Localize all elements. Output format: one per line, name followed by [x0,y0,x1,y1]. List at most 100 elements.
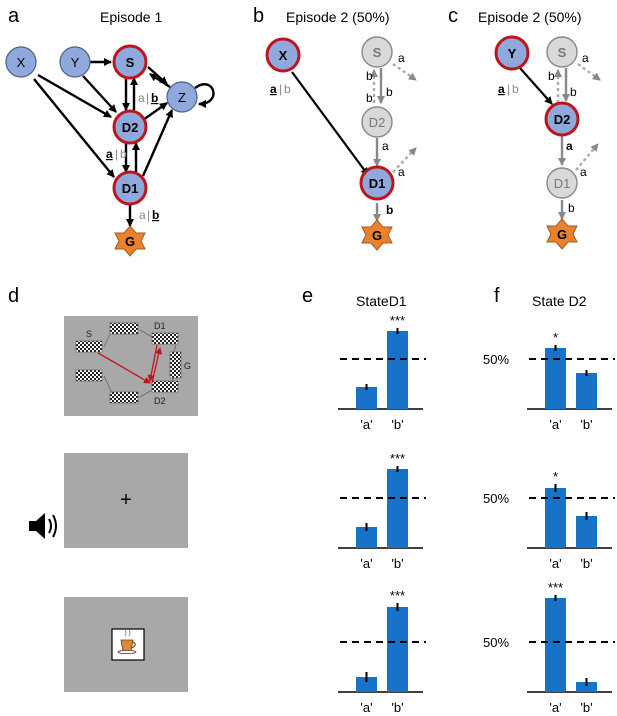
edge-label-b: b [386,203,393,217]
bar-charts: 'a'***'b'*'a''b'50%'a'***'b'*'a''b'50%'a… [338,313,615,715]
panel-b-nodes: X S D2 D1 G [265,36,395,251]
node-y-label: Y [71,55,80,70]
panel-f-title: State D2 [532,293,587,309]
edge-label-a: a [566,139,573,153]
edge-label-sep: | [279,82,282,96]
significance-label: * [553,469,558,484]
panel-c-edge-labels: a | b a b b a a b [498,51,589,215]
panel-d-screen-fixation: + [64,453,188,548]
bar-b [576,682,597,692]
edge-label-a: a [582,51,589,65]
node-g-label: G [372,228,382,243]
edge-label-b: b [152,208,159,222]
edge-label-b: b [512,82,519,96]
coffee-cup-icon [117,629,137,655]
edge-label-b: b [284,82,291,96]
edge-label-sep: | [115,147,118,161]
node-s: S [546,36,578,68]
significance-label: *** [390,313,405,328]
node-d2: D2 [112,109,148,145]
edge-label-a: a [498,82,505,96]
edge-label-a: a [106,147,113,161]
panel-a-edge-labels: a | b a | b a | b [106,91,159,222]
bar-a [356,677,377,692]
category-label: 'b' [580,417,592,432]
screen-label-d2: D2 [154,396,166,406]
node-g: G [361,219,393,251]
node-y: Y [59,46,91,78]
node-d2: D2 [361,106,393,138]
screen-label-s: S [86,329,92,339]
category-label: 'b' [580,700,592,715]
speaker-icon [29,513,57,539]
edge-label-b: b [570,85,577,99]
node-d2: D2 [544,101,580,137]
node-d1-label: D1 [122,181,139,196]
panel-c-nodes: Y S D2 D1 G [494,35,580,250]
edge-label-sep: | [147,208,150,222]
edge-label-b: b [386,85,393,99]
category-label: 'a' [549,417,561,432]
node-y-label: Y [508,46,517,61]
bar-a [545,348,566,409]
bar-b [576,373,597,409]
panel-b-edge-labels: a | b a b b b a a b [270,51,405,217]
fixation-cross: + [120,489,132,511]
node-g: G [546,218,578,250]
category-label: 'a' [549,700,561,715]
bar-a [356,387,377,409]
panel-b-graph [291,63,417,222]
edge-label-a: a [382,139,389,153]
edge-label-b: b [151,91,158,105]
significance-label: *** [390,451,405,466]
bar-b [387,331,408,409]
category-label: 'b' [391,700,403,715]
node-d2-label: D2 [554,112,571,127]
node-x: X [265,37,301,73]
bar-b [387,469,408,548]
edge-label-b: b [366,91,373,105]
edge-label-a: a [270,82,277,96]
node-s-label: S [373,45,382,60]
node-z: Z [166,81,198,113]
panel-f-letter: f [494,285,500,307]
node-g-label: G [125,234,135,249]
panel-e-title: StateD1 [356,293,407,309]
significance-label: * [553,330,558,345]
edge-label-sep: | [146,91,149,105]
node-s: S [361,36,393,68]
node-g: G [114,225,146,257]
panel-b-title: Episode 2 (50%) [286,9,390,25]
category-label: 'a' [360,556,372,571]
panel-a-title: Episode 1 [100,9,162,25]
panel-a-letter: a [8,5,20,27]
panel-d-screen-map: S D1 G D2 [64,316,198,416]
reference-line-label: 50% [483,491,509,506]
edge-label-a: a [138,91,145,105]
node-x: X [5,46,37,78]
reference-line-label: 50% [483,635,509,650]
node-s-label: S [126,55,135,70]
node-d1-label: D1 [554,176,571,191]
node-s: S [112,44,148,80]
screen-label-g: G [184,361,191,371]
node-d1: D1 [112,170,148,206]
panel-b-letter: b [253,5,264,27]
panel-a-nodes: X Y S Z D2 D1 G [5,44,198,257]
category-label: 'a' [360,417,372,432]
bar-a [356,527,377,548]
node-y: Y [494,35,530,71]
edge-label-a: a [398,51,405,65]
edge-label-a: a [398,165,405,179]
node-x-label: X [279,48,288,63]
panel-d-letter: d [8,285,19,307]
node-d1: D1 [546,167,578,199]
edge-label-b: b [120,147,127,161]
screen-label-d1: D1 [154,321,166,331]
node-d2-label: D2 [122,120,139,135]
category-label: 'a' [360,700,372,715]
category-label: 'a' [549,556,561,571]
bar-a [545,488,566,548]
bar-b [576,516,597,548]
panel-c-title: Episode 2 (50%) [478,9,582,25]
